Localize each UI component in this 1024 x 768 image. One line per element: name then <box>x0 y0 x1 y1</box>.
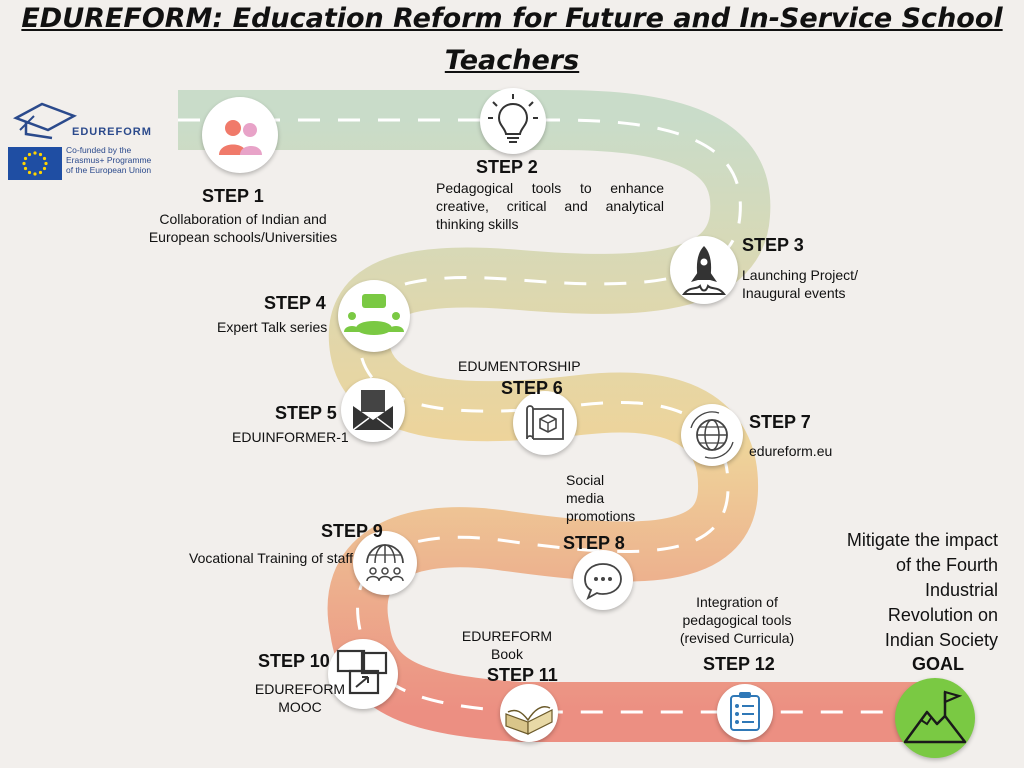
people-icon <box>219 120 262 155</box>
blueprint-icon <box>526 405 564 440</box>
step-1-description: Collaboration of Indian and European sch… <box>148 211 338 245</box>
rocket-icon <box>681 246 727 295</box>
lightbulb-icon <box>488 94 538 143</box>
step-7-label: STEP 7 <box>749 412 811 432</box>
graduation-cap-icon <box>12 102 78 140</box>
meeting-icon <box>344 294 404 335</box>
step-11-description: EDUREFORM Book <box>461 628 553 662</box>
global-network-icon <box>366 544 404 582</box>
step-2-icon-circle <box>480 88 546 154</box>
step-4-label: STEP 4 <box>264 293 326 313</box>
step-2-label: STEP 2 <box>476 157 538 177</box>
step-12-description: Integration of pedagogical tools (revise… <box>679 594 795 646</box>
screens-icon <box>336 649 388 695</box>
eu-flag-icon <box>8 147 62 180</box>
step-9-label: STEP 9 <box>321 521 383 541</box>
step-9-description: Vocational Training of staff <box>189 550 353 566</box>
step-7-icon-circle <box>681 404 743 466</box>
eu-text-line: Co-funded by the <box>66 145 132 155</box>
step-7-description: edureform.eu <box>749 443 833 459</box>
step-6-label: STEP 6 <box>501 378 563 398</box>
goal-label: GOAL <box>912 654 964 674</box>
open-book-icon <box>505 706 553 735</box>
step-9-icon-circle <box>353 531 417 595</box>
page-title: EDUREFORM: Education Reform for Future a… <box>21 3 1003 34</box>
eu-funding-text: Co-funded by the Erasmus+ Programme of t… <box>66 145 166 175</box>
edureform-logo: EDUREFORM Co-funded by the Erasmus+ Prog… <box>4 100 164 186</box>
globe-icon <box>690 411 734 459</box>
step-12-label: STEP 12 <box>703 654 775 674</box>
step-6-description: EDUMENTORSHIP <box>458 358 581 374</box>
goal-icon-circle <box>895 678 975 758</box>
goal-description: Mitigate the impact of the Fourth Indust… <box>846 530 998 650</box>
step-6-icon-circle <box>513 391 577 455</box>
logo-wordmark: EDUREFORM <box>72 126 152 138</box>
step-4-description: Expert Talk series <box>217 319 328 335</box>
step-5-description: EDUINFORMER-1 <box>232 429 349 445</box>
step-8-icon-circle <box>573 550 633 610</box>
eu-text-line: Erasmus+ Programme <box>66 155 152 165</box>
eu-text-line: of the European Union <box>66 165 152 175</box>
step-1-label: STEP 1 <box>202 186 264 206</box>
step-3-description: Launching Project/ Inaugural events <box>742 267 858 301</box>
step-10-description: EDUREFORM MOOC <box>254 681 346 715</box>
clipboard-icon <box>730 692 760 731</box>
chat-bubble-icon <box>584 563 622 600</box>
step-5-icon-circle <box>341 378 405 442</box>
step-12-icon-circle <box>717 684 773 740</box>
step-3-icon-circle <box>670 236 738 304</box>
step-2-description: Pedagogical tools to enhance creative, c… <box>436 180 664 232</box>
envelope-icon <box>352 390 394 431</box>
page-title-line2: Teachers <box>444 45 580 76</box>
step-4-icon-circle <box>338 280 410 352</box>
step-10-label: STEP 10 <box>258 651 330 671</box>
step-1-icon-circle <box>202 97 278 173</box>
step-3-label: STEP 3 <box>742 235 804 255</box>
step-11-label: STEP 11 <box>487 665 558 685</box>
step-8-description: Social media promotions <box>566 472 636 524</box>
step-11-icon-circle <box>500 684 558 742</box>
step-5-label: STEP 5 <box>275 403 337 423</box>
step-10-icon-circle <box>328 639 398 709</box>
mountain-flag-icon <box>903 690 967 744</box>
step-8-label: STEP 8 <box>563 533 625 553</box>
